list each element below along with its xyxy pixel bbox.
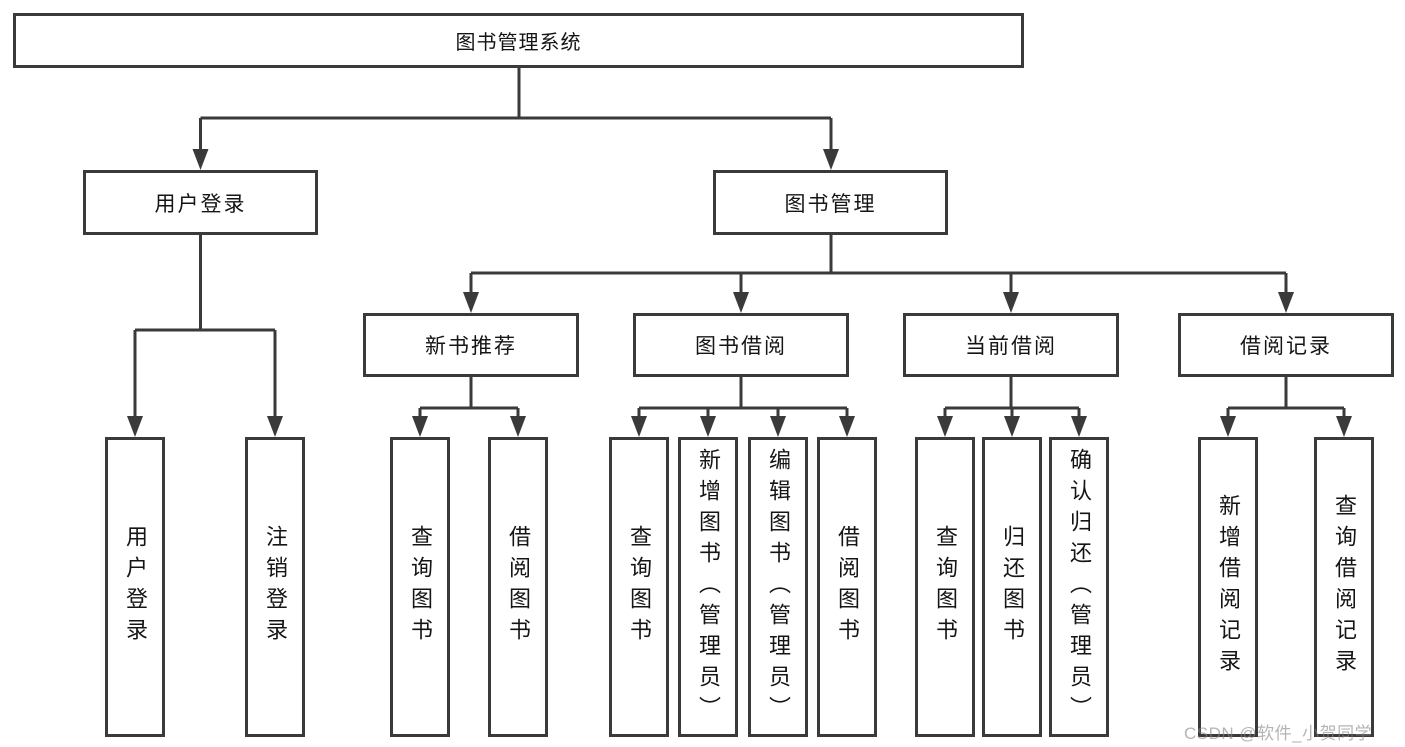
leaf-confirm-return-admin-label: 确认归还（管理员）: [1067, 447, 1092, 727]
node-user-login: 用户登录: [83, 170, 318, 235]
leaf-logout-label: 注销登录: [263, 525, 288, 649]
leaf-borrow-books-label: 借阅图书: [835, 525, 860, 649]
leaf-user-login: 用户登录: [105, 437, 165, 737]
arrowheads: [127, 149, 1352, 437]
node-system-root-label: 图书管理系统: [455, 32, 582, 54]
leaf-return-books-label: 归还图书: [1000, 525, 1025, 649]
leaf-query-books-borrow-label: 查询图书: [627, 525, 652, 649]
leaf-borrow-books: 借阅图书: [817, 437, 877, 737]
leaf-add-books-admin-label: 新增图书（管理员）: [696, 447, 721, 727]
leaf-return-books: 归还图书: [982, 437, 1042, 737]
leaf-query-books-borrow: 查询图书: [609, 437, 669, 737]
leaf-add-books-admin: 新增图书（管理员）: [678, 437, 738, 737]
leaf-query-borrow-record-label: 查询借阅记录: [1332, 494, 1357, 680]
leaf-borrow-books-recommend-label: 借阅图书: [506, 525, 531, 649]
leaf-add-borrow-record: 新增借阅记录: [1198, 437, 1258, 737]
leaf-add-borrow-record-label: 新增借阅记录: [1216, 494, 1241, 680]
node-book-borrowing: 图书借阅: [633, 313, 849, 377]
csdn-watermark: CSDN @软件_小贺同学: [1184, 724, 1373, 743]
node-user-login-label: 用户登录: [154, 192, 247, 216]
node-current-borrowing-label: 当前借阅: [965, 335, 1057, 358]
node-book-management-label: 图书管理: [784, 192, 877, 216]
leaf-query-books-recommend-label: 查询图书: [408, 525, 433, 649]
leaf-query-borrow-record: 查询借阅记录: [1314, 437, 1374, 737]
leaf-edit-books-admin: 编辑图书（管理员）: [748, 437, 808, 737]
node-new-book-recommend-label: 新书推荐: [425, 335, 517, 358]
leaf-logout: 注销登录: [245, 437, 305, 737]
leaf-query-books-recommend: 查询图书: [390, 437, 450, 737]
node-new-book-recommend: 新书推荐: [363, 313, 579, 377]
node-book-borrowing-label: 图书借阅: [695, 335, 787, 358]
node-book-management: 图书管理: [713, 170, 948, 235]
leaf-user-login-label: 用户登录: [123, 525, 148, 649]
leaf-query-books-current: 查询图书: [915, 437, 975, 737]
leaf-query-books-current-label: 查询图书: [933, 525, 958, 649]
leaf-confirm-return-admin: 确认归还（管理员）: [1049, 437, 1109, 737]
node-current-borrowing: 当前借阅: [903, 313, 1119, 377]
leaf-borrow-books-recommend: 借阅图书: [488, 437, 548, 737]
leaf-edit-books-admin-label: 编辑图书（管理员）: [766, 447, 791, 727]
node-borrowing-records: 借阅记录: [1178, 313, 1394, 377]
node-system-root: 图书管理系统: [13, 13, 1024, 68]
node-borrowing-records-label: 借阅记录: [1240, 335, 1332, 358]
